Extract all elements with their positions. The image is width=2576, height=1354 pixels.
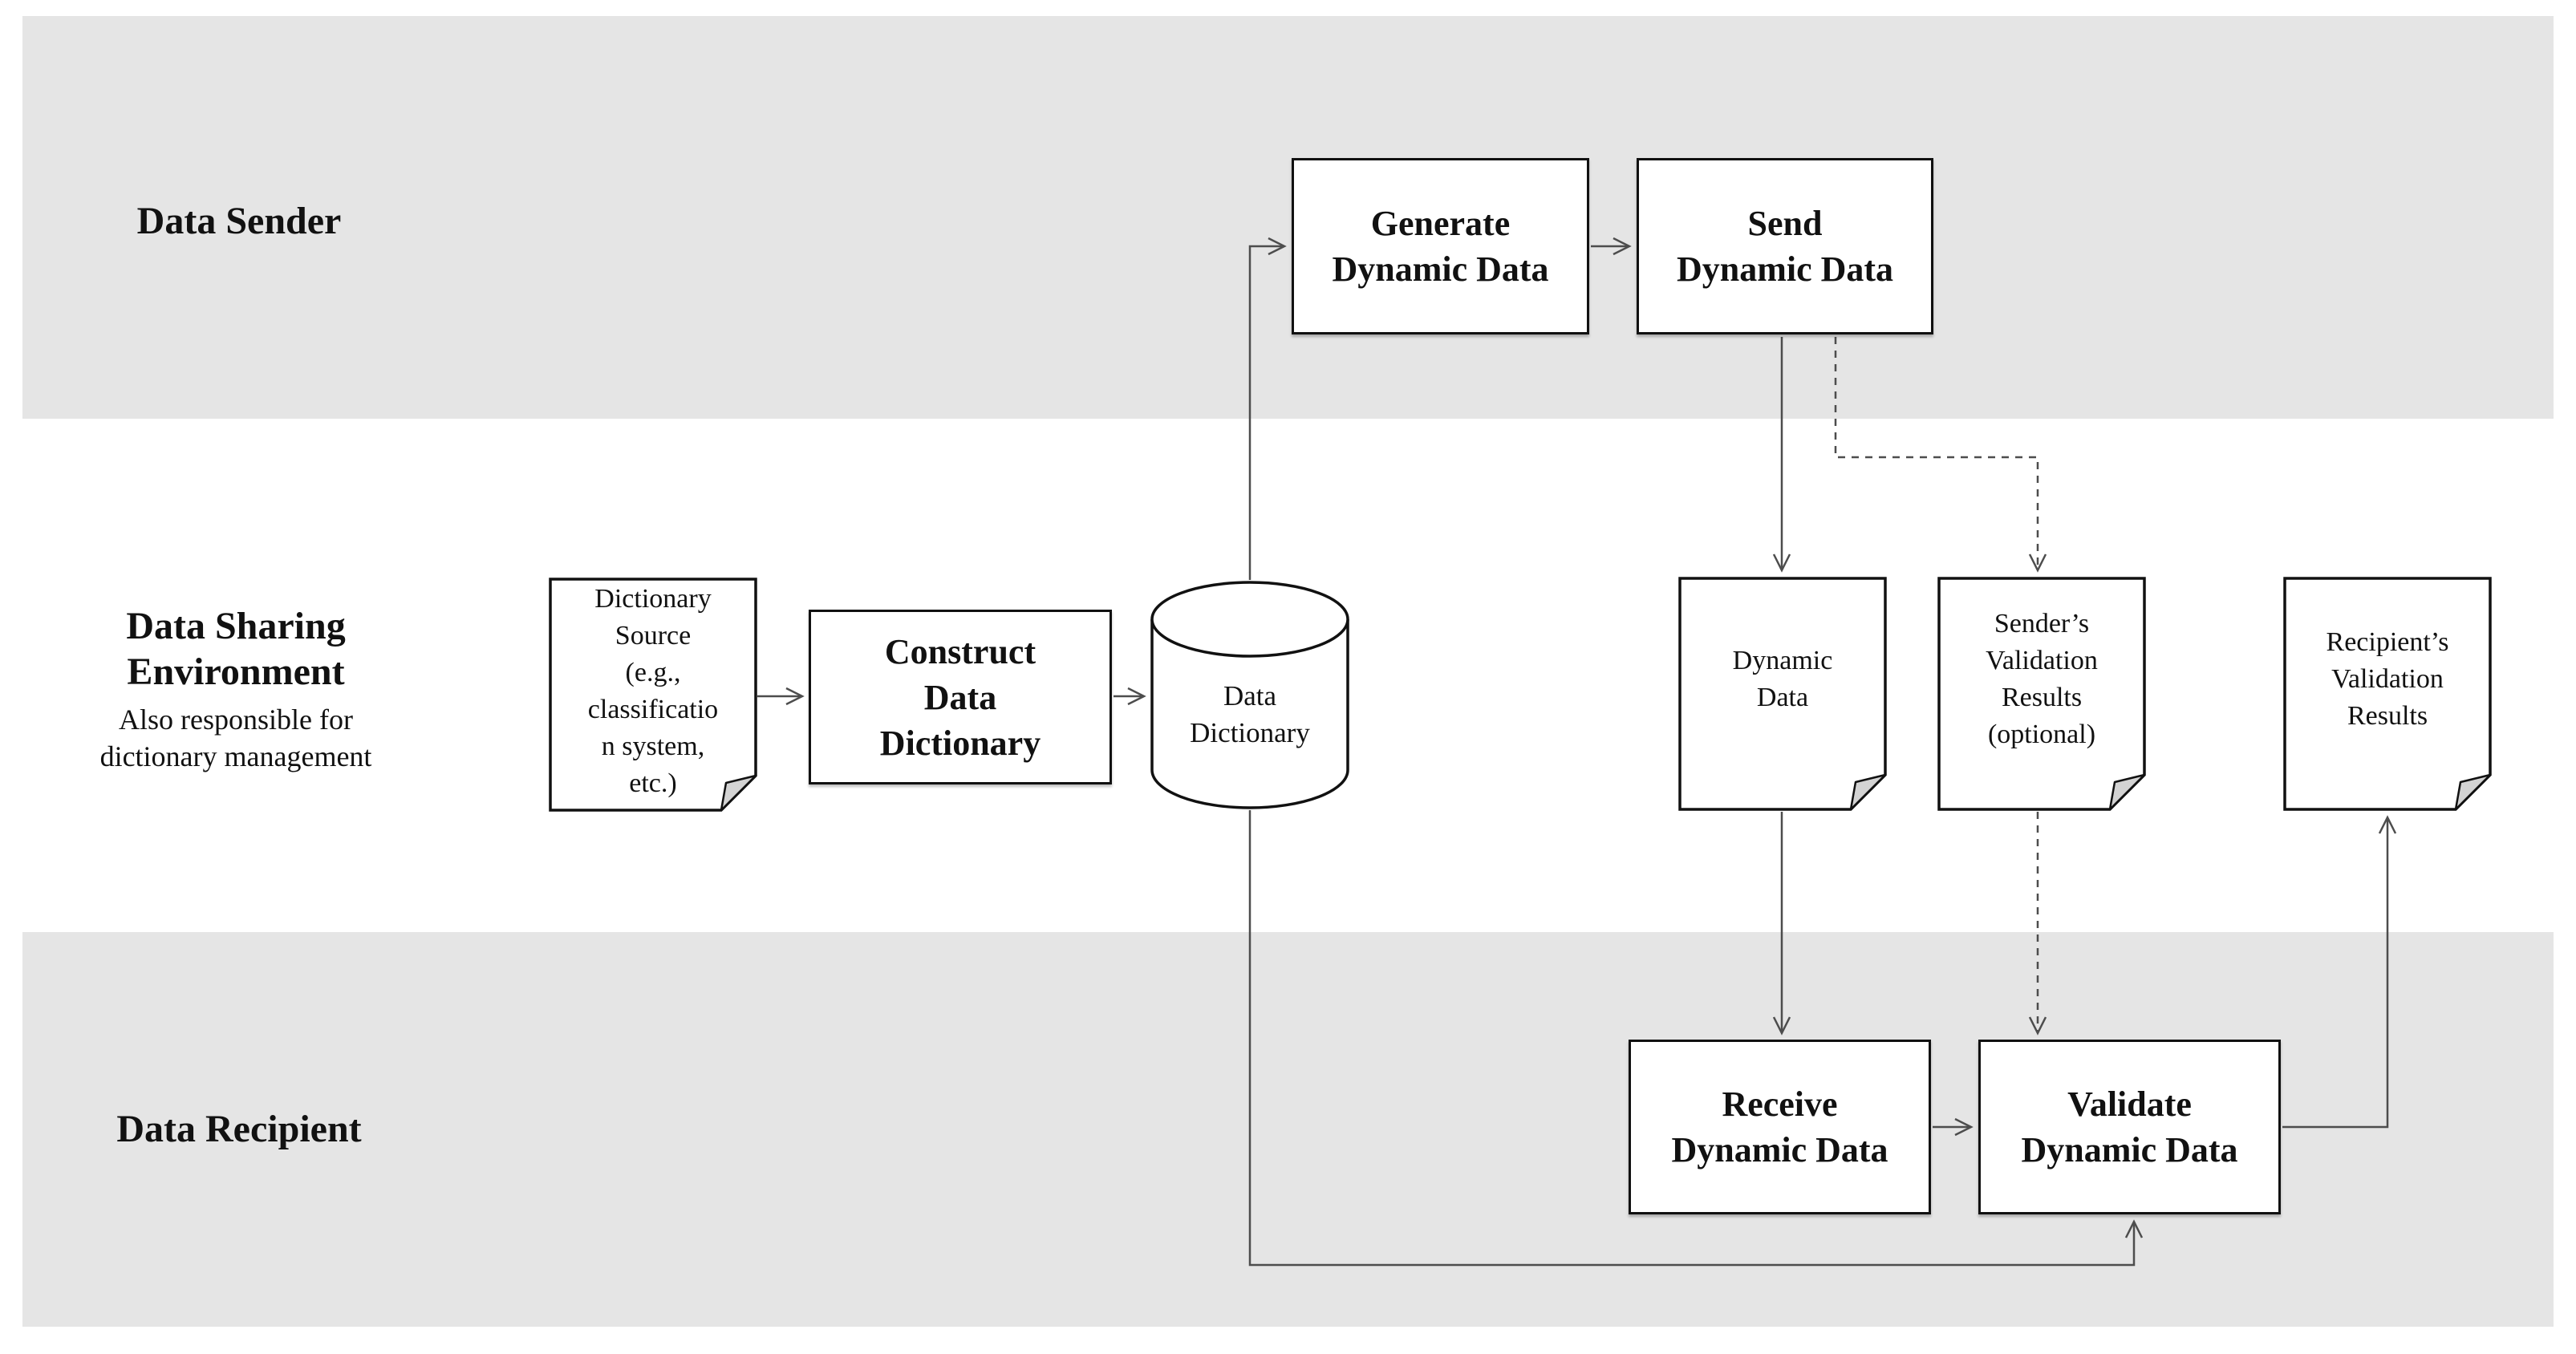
document-shape (2283, 577, 2492, 811)
document-label-line: Recipient’s (2326, 627, 2449, 657)
lane-label-data-sharing-environment: Data Sharing Environment Also responsibl… (51, 603, 420, 775)
process-receive-dynamic-data: Receive Dynamic Data (1629, 1040, 1931, 1214)
document-label-line: Source (615, 621, 692, 651)
lane-subtitle-line: dictionary management (99, 740, 372, 772)
arrow-validate-to-recipients-validation (2282, 815, 2397, 1129)
process-label-line: Dictionary (879, 723, 1041, 763)
document-label-line: etc.) (629, 768, 677, 798)
process-label-line: Generate (1370, 204, 1511, 243)
process-label-line: Dynamic Data (1676, 249, 1894, 289)
lane-subtitle-line: Also responsible for (119, 703, 353, 736)
document-shape (1937, 577, 2146, 811)
document-label-line: Validation (2331, 664, 2444, 694)
document-label-line: Results (2347, 701, 2428, 731)
document-label-line: Data (1756, 683, 1809, 712)
lane-label-data-sender: Data Sender (136, 200, 342, 242)
process-label-line: Dynamic Data (2021, 1130, 2238, 1170)
document-label-line: (optional) (1987, 720, 2096, 749)
document-label-line: Results (2001, 683, 2083, 712)
document-label-line: (e.g., (625, 658, 681, 687)
process-generate-dynamic-data: Generate Dynamic Data (1292, 158, 1589, 334)
datastore-label-line: Dictionary (1190, 717, 1310, 748)
process-label-line: Receive (1722, 1084, 1838, 1124)
document-label-line: Validation (1986, 646, 2098, 675)
process-label-line: Dynamic Data (1332, 249, 1549, 289)
document-recipients-validation-results: Recipient’s Validation Results (2283, 577, 2492, 811)
datastore-data-dictionary: Data Dictionary (1150, 580, 1350, 809)
process-send-dynamic-data: Send Dynamic Data (1637, 158, 1933, 334)
datastore-shape (1150, 581, 1349, 809)
document-shape (549, 578, 757, 812)
document-label-line: Dictionary (594, 584, 712, 614)
arrow-data-dictionary-to-generate (1248, 237, 1287, 580)
datastore-label-line: Data (1223, 680, 1277, 711)
process-validate-dynamic-data: Validate Dynamic Data (1978, 1040, 2281, 1214)
document-dynamic-data: Dynamic Data (1678, 577, 1887, 811)
dashed-arrow-send-to-senders-validation (1834, 337, 2047, 573)
process-label-line: Construct (884, 631, 1036, 671)
process-label-line: Validate (2067, 1084, 2192, 1124)
document-label-line: classificatio (587, 695, 719, 724)
document-label-line: n system, (601, 732, 705, 761)
process-label-line: Send (1747, 204, 1823, 243)
process-construct-data-dictionary: Construct Data Dictionary (809, 610, 1112, 784)
document-senders-validation-results: Sender’s Validation Results (optional) (1937, 577, 2146, 811)
lane-band-data-sender (22, 16, 2554, 419)
lane-title-line: Data Sharing (126, 605, 346, 647)
document-shape (1678, 577, 1887, 811)
document-label-line: Sender’s (1994, 609, 2090, 638)
document-dictionary-source: Dictionary Source (e.g., classificatio n… (549, 578, 757, 812)
lane-label-data-recipient: Data Recipient (116, 1108, 362, 1150)
document-label-line: Dynamic (1732, 646, 1833, 675)
process-label-line: Dynamic Data (1671, 1130, 1888, 1170)
arrow-data-dictionary-to-validate (1248, 810, 2144, 1267)
process-label-line: Data (923, 677, 997, 717)
lane-title-line: Environment (127, 651, 345, 693)
